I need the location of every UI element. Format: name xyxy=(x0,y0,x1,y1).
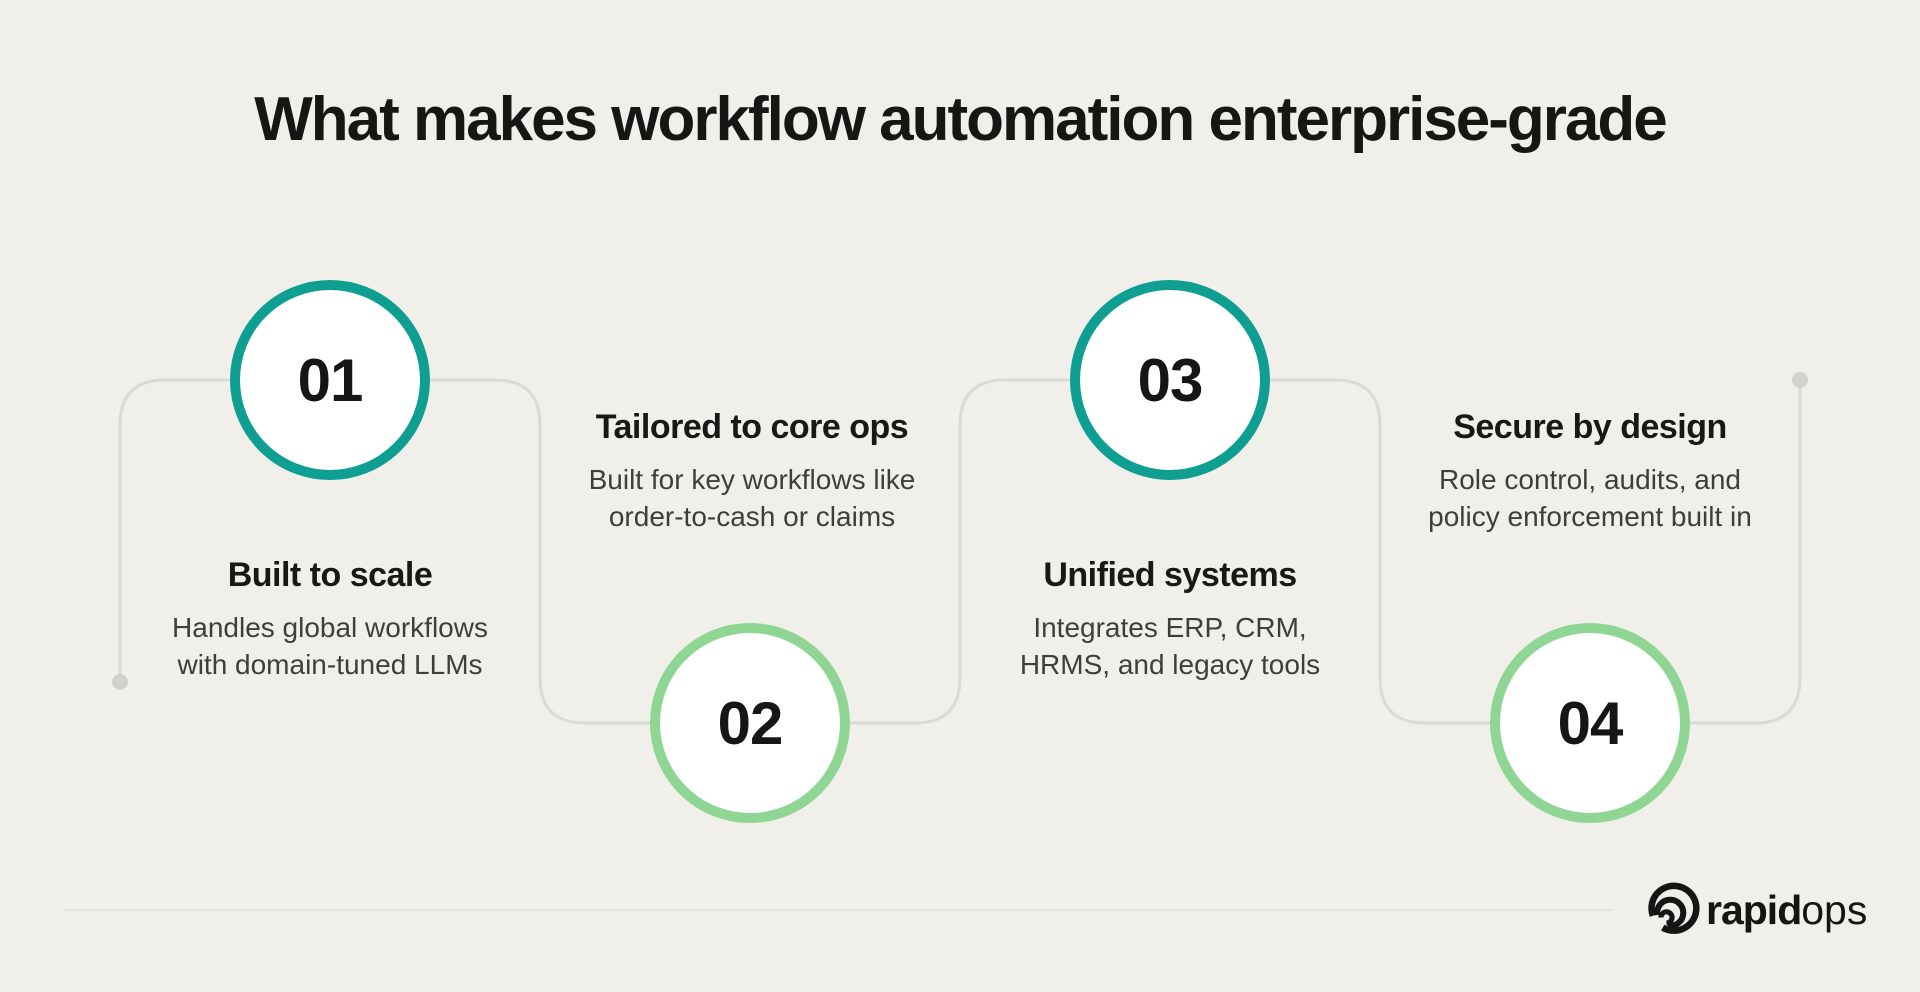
step-title: Built to scale xyxy=(227,556,433,594)
step-title: Unified systems xyxy=(1043,556,1297,594)
step-number: 02 xyxy=(717,689,784,757)
step-description-line: Integrates ERP, CRM, xyxy=(1033,612,1307,643)
connector-endpoint-dot-right xyxy=(1792,372,1808,388)
step-number: 03 xyxy=(1137,346,1204,414)
rapidops-wordmark-light: ops xyxy=(1801,886,1868,933)
step-text-04: Secure by design Role control, audits, a… xyxy=(1380,408,1800,536)
step-text-02: Tailored to core ops Built for key workf… xyxy=(542,408,962,536)
step-circle-02: 02 xyxy=(650,623,850,823)
step-description-line: Role control, audits, and xyxy=(1439,464,1741,495)
step-title: Secure by design xyxy=(1453,408,1727,446)
step-description-line: Handles global workflows xyxy=(172,612,488,643)
footer-divider xyxy=(63,909,1613,911)
step-circle-04: 04 xyxy=(1490,623,1690,823)
step-number: 01 xyxy=(297,346,364,414)
rapidops-wordmark: rapidops xyxy=(1706,887,1867,934)
page-title: What makes workflow automation enterpris… xyxy=(254,85,1668,154)
step-title: Tailored to core ops xyxy=(595,408,909,446)
step-description-line: policy enforcement built in xyxy=(1428,500,1752,532)
step-description: Role control, audits, and policy enforce… xyxy=(1380,462,1800,536)
step-circle-03: 03 xyxy=(1070,280,1270,480)
step-circle-01: 01 xyxy=(230,280,430,480)
step-description: Handles global workflows with domain-tun… xyxy=(120,610,540,684)
step-description-line: Built for key workflows like xyxy=(588,464,916,495)
step-description-line: with domain-tuned LLMs xyxy=(177,648,483,680)
step-text-03: Unified systems Integrates ERP, CRM, HRM… xyxy=(960,556,1380,684)
rapidops-logo: rapidops xyxy=(1645,878,1867,942)
step-text-01: Built to scale Handles global workflows … xyxy=(120,556,540,684)
rapidops-logo-icon xyxy=(1648,882,1700,934)
step-number: 04 xyxy=(1557,689,1624,757)
step-description: Built for key workflows like order-to-ca… xyxy=(542,462,962,536)
rapidops-wordmark-bold: rapid xyxy=(1706,886,1802,933)
step-description-line: order-to-cash or claims xyxy=(608,500,896,532)
step-description-line: HRMS, and legacy tools xyxy=(1019,648,1321,680)
step-description: Integrates ERP, CRM, HRMS, and legacy to… xyxy=(960,610,1380,684)
